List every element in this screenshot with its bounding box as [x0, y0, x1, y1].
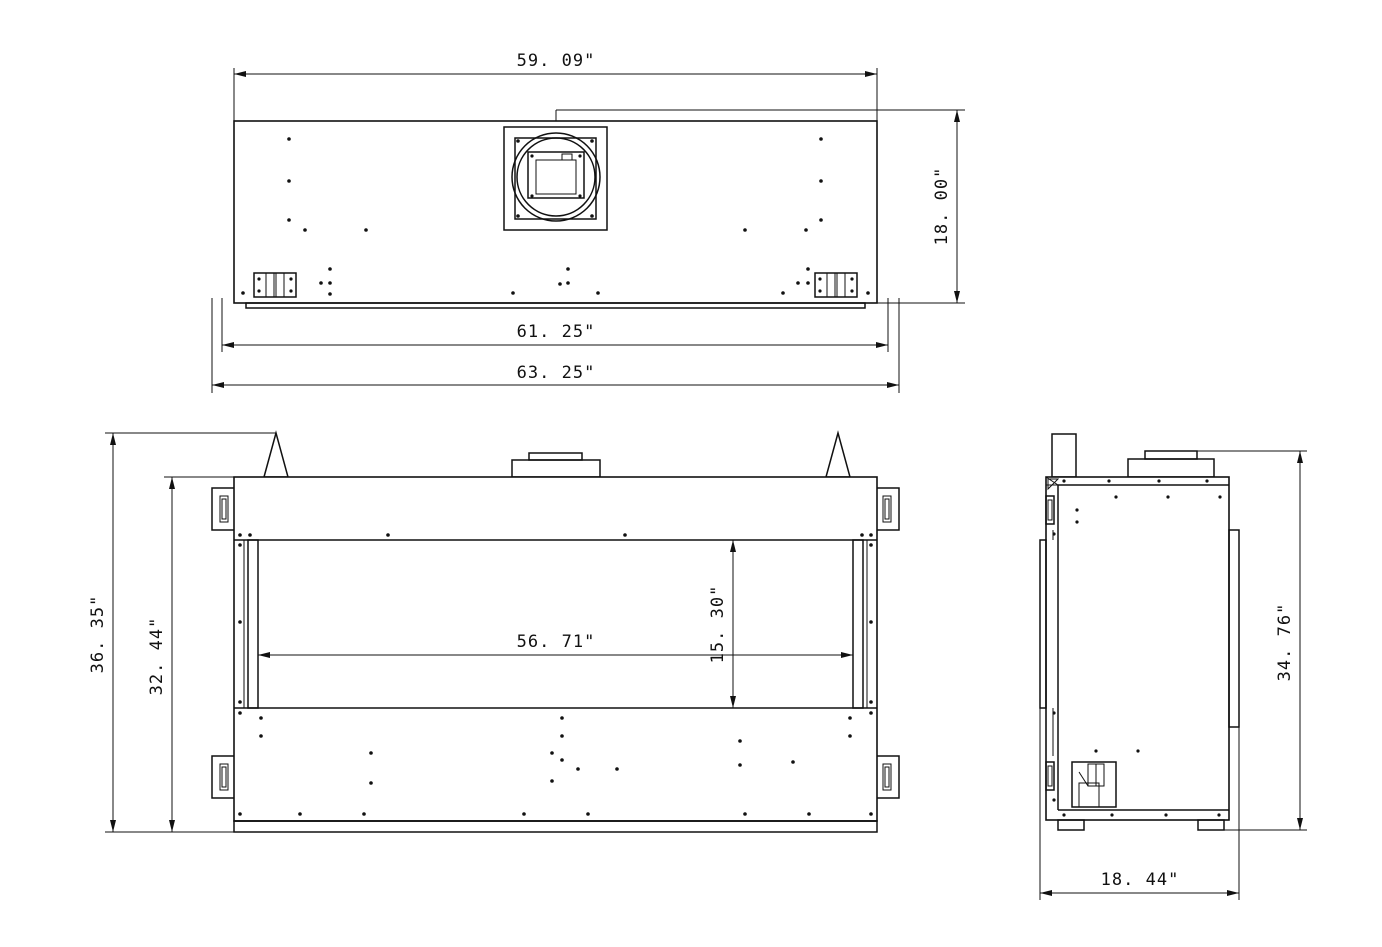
top-view-body: [233, 120, 878, 304]
dim-front-opening-height: 15. 30": [708, 540, 736, 708]
side-valve: [1071, 761, 1117, 808]
dim-front-body-height: 32. 44": [147, 476, 234, 832]
dim-top-depth: 18. 00": [555, 109, 965, 304]
side-foot-front: [1057, 819, 1085, 831]
side-view: 34. 76" 18. 44": [1039, 433, 1307, 900]
dim-top-overall-width: 59. 09": [233, 51, 878, 121]
front-view-body: [233, 476, 878, 822]
vent-collar: [503, 126, 608, 231]
side-collar: [1127, 458, 1215, 478]
dim-text-63-25: 63. 25": [517, 363, 596, 383]
left-bracket: [253, 272, 297, 298]
dim-front-opening-width: 56. 71": [258, 632, 853, 658]
front-ear-bottom-right: [877, 755, 900, 799]
dim-text-36-35: 36. 35": [88, 595, 108, 674]
dim-text-18-00: 18. 00": [932, 167, 952, 246]
dim-text-61-25: 61. 25": [517, 322, 596, 342]
dim-top-total-width: 63. 25": [211, 298, 900, 393]
dim-top-flange-width: 61. 25": [221, 298, 889, 352]
side-vent-pipe: [1051, 433, 1077, 478]
dim-front-total-height: 36. 35": [88, 432, 276, 833]
dim-side-height: 34. 76": [1197, 450, 1307, 831]
front-base: [233, 820, 878, 833]
front-ear-bottom-left: [211, 755, 234, 799]
front-ear-top-left: [211, 487, 234, 531]
dim-text-32-44: 32. 44": [147, 617, 167, 696]
front-ear-top-right: [877, 487, 900, 531]
side-front-face: [1039, 539, 1047, 709]
top-view: 59. 09" 18. 00" 61. 25" 6: [211, 51, 965, 393]
side-rear-panel: [1228, 529, 1240, 728]
top-view-flange: [245, 302, 866, 309]
left-spike: [263, 430, 289, 478]
dim-text-34-76: 34. 76": [1275, 603, 1295, 682]
top-view-holes: [241, 137, 870, 296]
dim-side-depth: 18. 44": [1039, 708, 1240, 900]
dim-text-59-09: 59. 09": [517, 51, 596, 71]
dim-text-56-71: 56. 71": [517, 632, 596, 652]
side-foot-rear: [1197, 819, 1225, 831]
dim-text-18-44: 18. 44": [1101, 870, 1180, 890]
side-view-holes: [1052, 479, 1222, 817]
right-spike: [825, 430, 851, 478]
side-view-body: [1045, 476, 1230, 821]
dim-text-15-30: 15. 30": [708, 585, 728, 664]
right-bracket: [814, 272, 858, 298]
front-view-holes: [238, 533, 873, 816]
front-collar: [511, 459, 601, 478]
front-view: 36. 35" 32. 44" 56. 71" 15. 30": [88, 430, 900, 833]
